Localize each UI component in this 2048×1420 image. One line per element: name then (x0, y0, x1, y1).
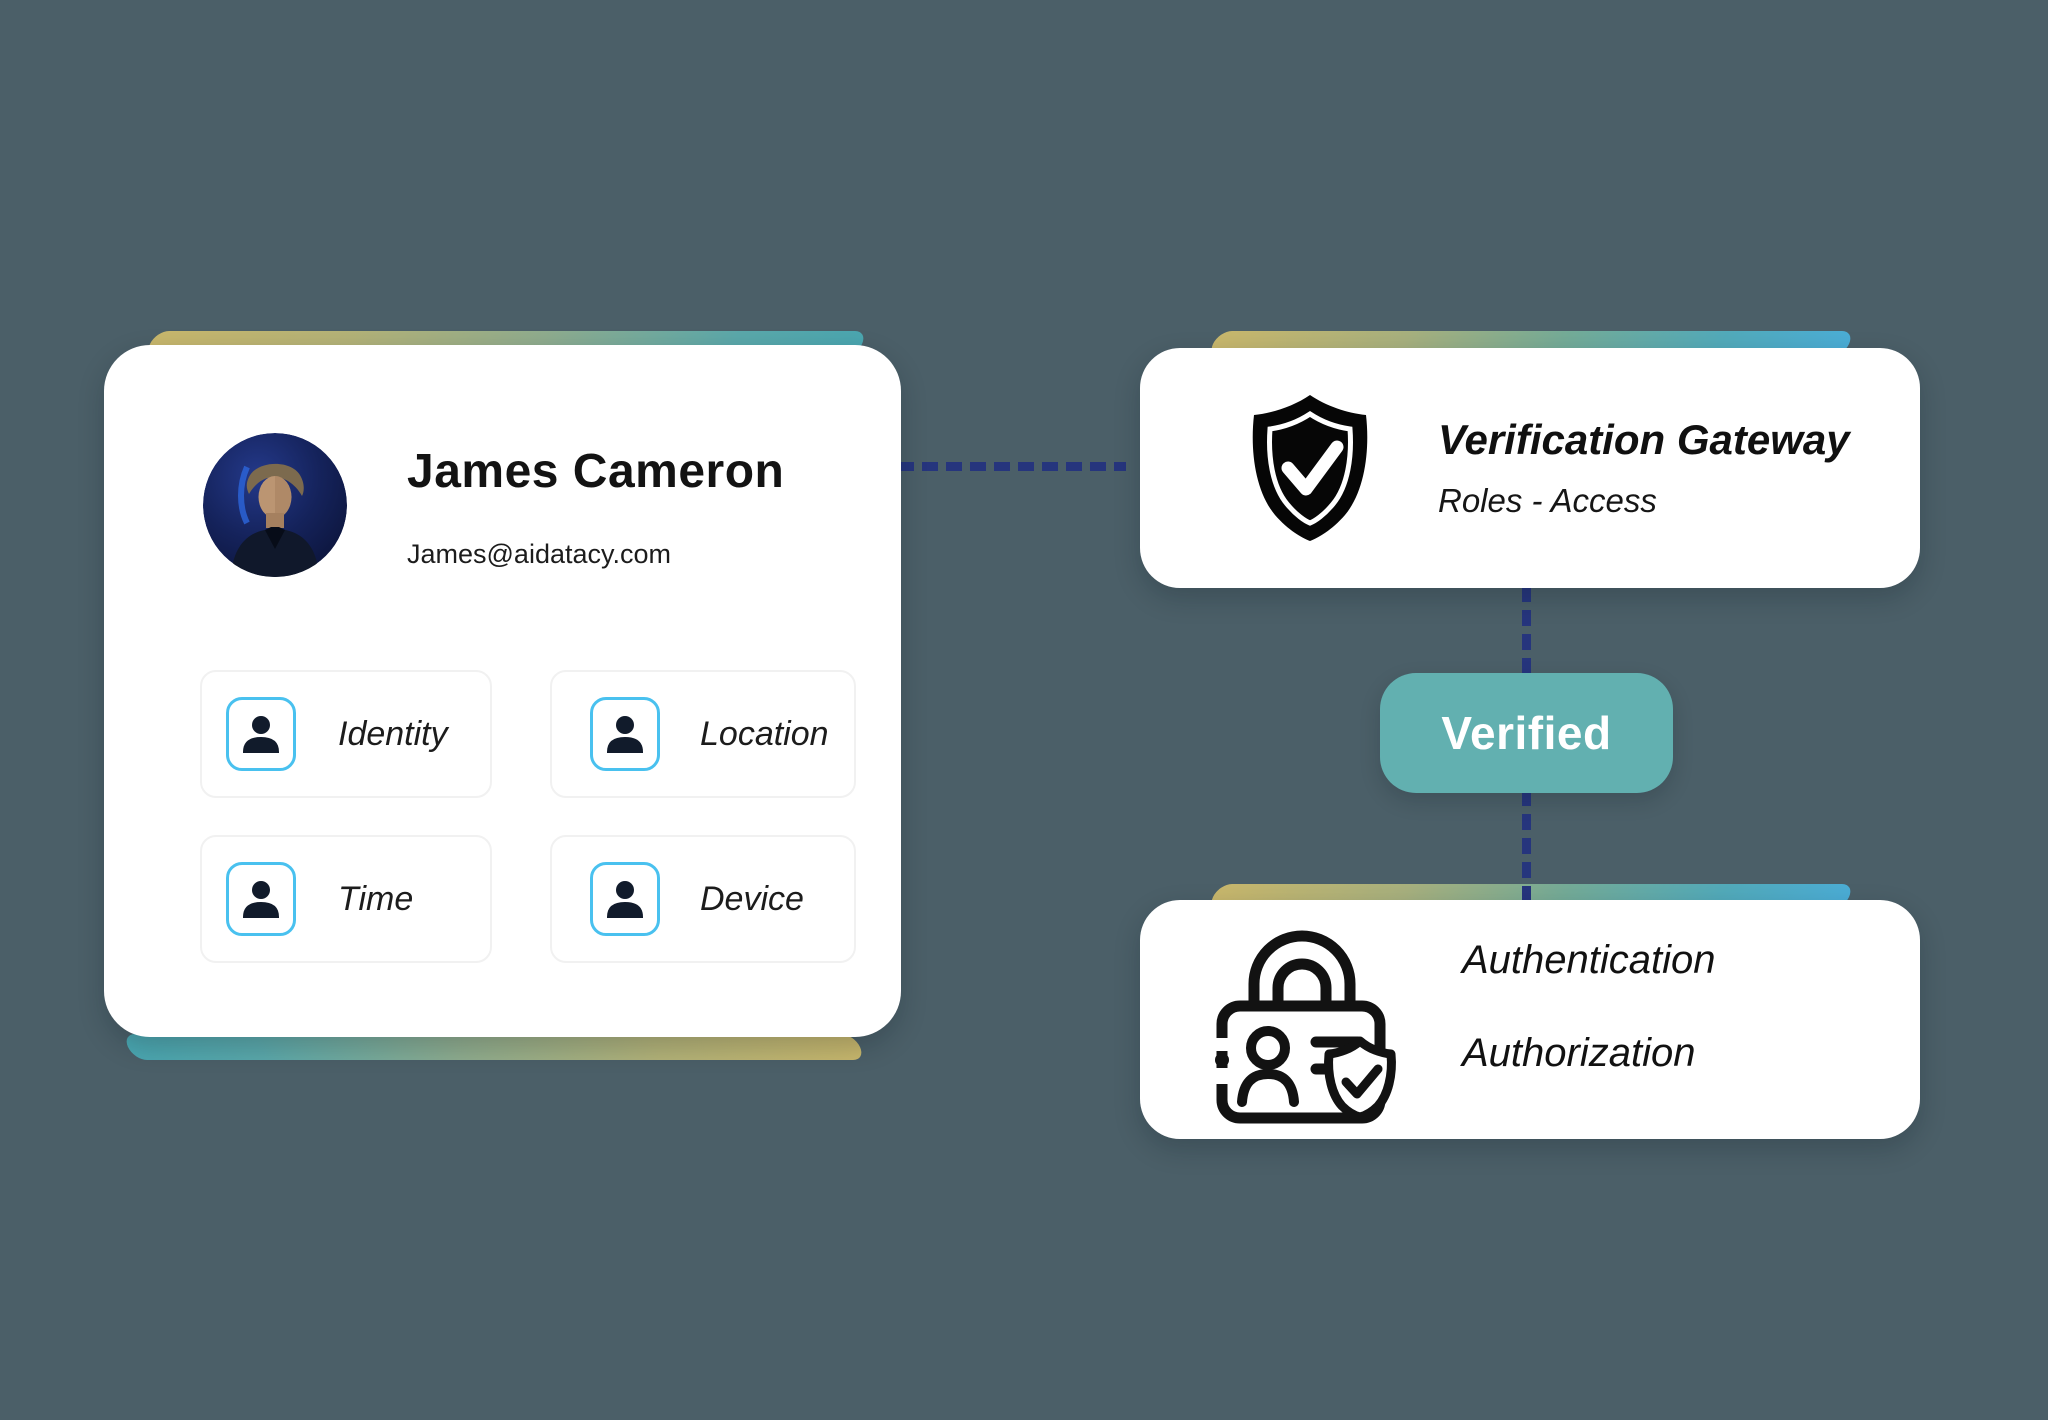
authentication-authorization-card: Authentication Authorization (1140, 900, 1920, 1139)
verified-status-badge: Verified (1380, 673, 1673, 793)
user-name: James Cameron (407, 445, 785, 498)
authorization-label: Authorization (1462, 1031, 1696, 1075)
attribute-label: Location (700, 714, 829, 753)
dashed-connector-badge-to-auth (1522, 790, 1531, 902)
user-card-accent-strip-bottom (121, 1034, 867, 1060)
shield-check-icon (1242, 392, 1378, 544)
dashed-connector-gateway-to-badge (1522, 586, 1531, 674)
person-icon (590, 697, 660, 771)
avatar (203, 433, 347, 577)
verification-gateway-card: Verification Gateway Roles - Access (1140, 348, 1920, 588)
user-profile-card: James Cameron James@aidatacy.com Identit… (104, 345, 901, 1037)
person-icon (590, 862, 660, 936)
authentication-label: Authentication (1462, 938, 1716, 982)
attribute-label: Time (338, 879, 414, 918)
person-icon (226, 862, 296, 936)
verified-label: Verified (1441, 707, 1612, 759)
user-photo-avatar (203, 433, 347, 577)
dashed-connector-user-to-gateway (898, 462, 1126, 471)
person-icon (226, 697, 296, 771)
gateway-subtitle: Roles - Access (1438, 482, 1657, 519)
lock-user-shield-icon (1202, 910, 1402, 1130)
attribute-label: Identity (338, 714, 448, 753)
user-email: James@aidatacy.com (407, 539, 672, 569)
attribute-tile-location: Location (550, 670, 856, 798)
gateway-title: Verification Gateway (1438, 416, 1850, 463)
attribute-tile-device: Device (550, 835, 856, 963)
attribute-tile-time: Time (200, 835, 492, 963)
attribute-tile-identity: Identity (200, 670, 492, 798)
attribute-label: Device (700, 879, 804, 918)
